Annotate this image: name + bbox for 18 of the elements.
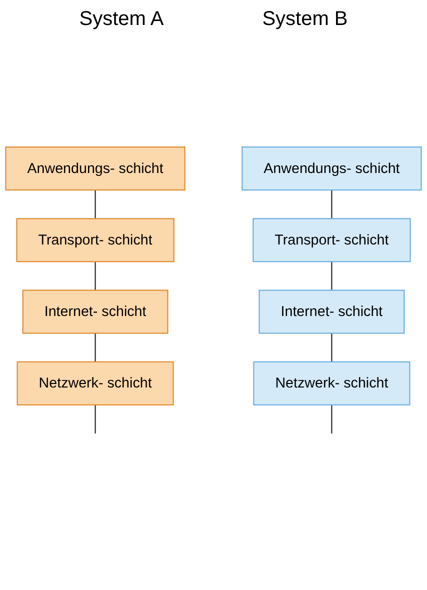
node-box: Netzwerk- schicht (16, 361, 174, 406)
node-box: Internet- schicht (22, 290, 168, 334)
connector (94, 333, 96, 362)
column-heading: System A (79, 8, 164, 31)
node-box: Anwendungs- schicht (242, 146, 422, 191)
connector (331, 333, 332, 362)
node-box: Netzwerk- schicht (253, 361, 410, 406)
connector (94, 404, 96, 434)
connector (94, 190, 96, 219)
connector (331, 190, 332, 219)
connector (94, 262, 96, 290)
connector (331, 404, 332, 434)
connector (331, 262, 332, 290)
node-box: Transport- schicht (16, 218, 174, 262)
node-box: Transport- schicht (252, 218, 411, 262)
node-box: Anwendungs- schicht (5, 146, 186, 191)
column-heading: System B (262, 8, 348, 31)
node-box: Internet- schicht (258, 290, 405, 334)
